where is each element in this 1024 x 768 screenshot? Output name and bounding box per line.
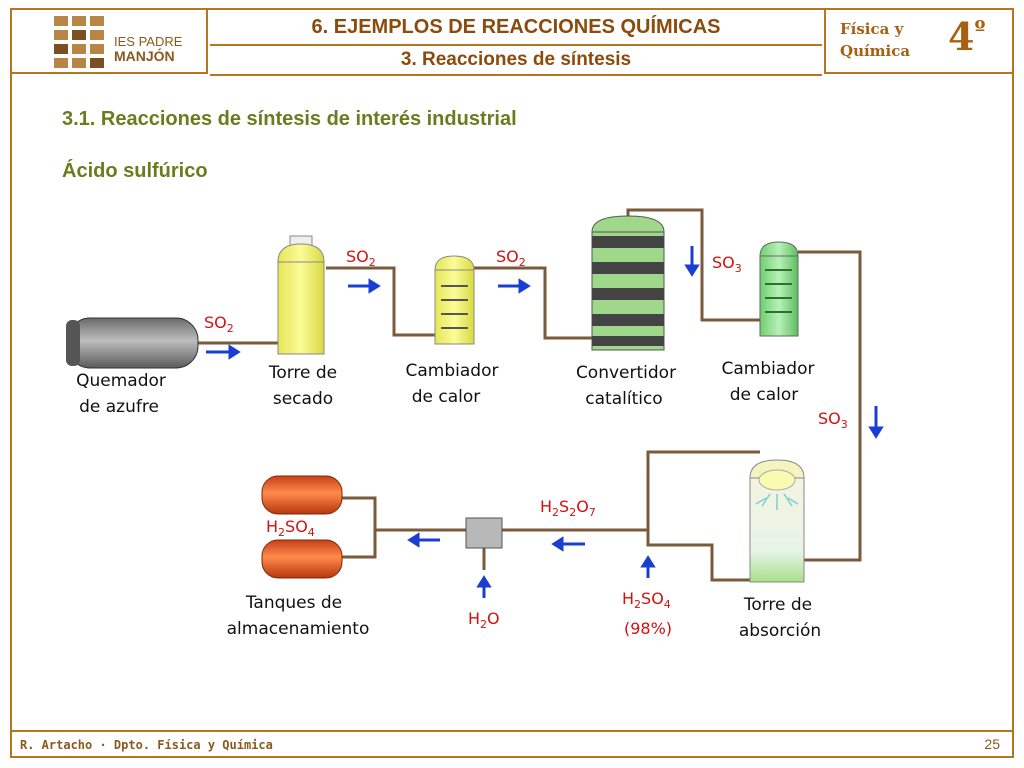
subject-name: Física y Química (840, 18, 910, 62)
formula-so2-2: SO2 (346, 247, 376, 269)
label-quemador-1: Quemador (76, 371, 166, 391)
footer: R. Artacho · Dpto. Física y Química 25 (12, 730, 1012, 758)
pipe-recirculacion (646, 450, 760, 582)
arrow-down-icon (868, 406, 884, 439)
arrow-down-icon (684, 246, 700, 277)
arrow-right-icon (348, 278, 381, 294)
formula-h2so4-98: H2SO4 (622, 589, 671, 611)
logo-grid-icon (54, 16, 104, 68)
course-level: 4º (948, 14, 985, 59)
mezclador (465, 517, 503, 549)
pipes (195, 208, 862, 582)
arrow-up-icon (640, 555, 656, 578)
arrow-up-icon (476, 575, 492, 598)
course-ordinal: º (974, 16, 986, 43)
formula-h2so4-tanque: H2SO4 (266, 517, 315, 539)
label-cambiador2-2: de calor (730, 385, 799, 405)
pipe-cambiador-convertidor (474, 266, 592, 340)
formula-so3-2: SO3 (818, 409, 848, 431)
formula-h2o: H2O (468, 609, 500, 631)
chemical-formulas: SO2 SO2 SO2 SO3 SO3 H2S2O7 H2SO4 H2O H2S… (204, 247, 848, 638)
cambiador-calor-1 (434, 255, 475, 345)
label-convertidor-2: catalítico (585, 389, 662, 409)
formula-so2-1: SO2 (204, 313, 234, 335)
pipe-tanque-superior (340, 496, 377, 530)
arrow-right-icon (498, 278, 531, 294)
subject-box: Física y Química 4º (824, 10, 1012, 74)
label-torre-secado-1: Torre de (268, 363, 337, 383)
course-number: 4 (948, 14, 975, 59)
unit-title: 6. EJEMPLOS DE REACCIONES QUÍMICAS (210, 10, 822, 46)
label-torre-abs-2: absorción (739, 621, 821, 641)
arrow-left-icon (551, 536, 585, 552)
label-tanques-2: almacenamiento (227, 619, 370, 639)
label-cambiador1-2: de calor (412, 387, 481, 407)
formula-so3-1: SO3 (712, 253, 742, 275)
spray-icon (755, 493, 799, 510)
pipe-torre-cambiador (326, 266, 435, 337)
logo-text: IES PADRE MANJÓN (114, 34, 182, 64)
label-98-percent: (98%) (624, 619, 672, 638)
label-torre-secado-2: secado (273, 389, 333, 409)
formula-h2s2o7: H2S2O7 (540, 497, 596, 519)
label-cambiador1-1: Cambiador (406, 361, 499, 381)
slide-frame (10, 8, 1014, 758)
tanques-almacenamiento (261, 475, 343, 579)
subject-line2: Química (840, 42, 911, 60)
quemador-azufre (66, 317, 199, 369)
subject-line1: Física y (840, 20, 904, 38)
label-cambiador2-1: Cambiador (722, 359, 815, 379)
label-torre-abs-1: Torre de (743, 595, 812, 615)
content-subheading: Ácido sulfúrico (62, 160, 208, 182)
convertidor-catalitico (591, 215, 665, 351)
torre-secado (277, 235, 325, 355)
logo-line2: MANJÓN (114, 48, 175, 64)
arrow-right-icon (206, 344, 241, 360)
arrow-left-icon (407, 532, 440, 548)
equipment-labels: Quemador de azufre Torre de secado Cambi… (76, 359, 821, 641)
content-heading: 3.1. Reacciones de síntesis de interés i… (62, 108, 517, 130)
pipe-tanque-inferior (340, 530, 377, 559)
label-convertidor-1: Convertidor (576, 363, 676, 383)
section-title: 3. Reacciones de síntesis (210, 46, 822, 76)
pipe-convertidor-cambiador (626, 208, 760, 322)
school-logo: IES PADRE MANJÓN (12, 10, 208, 74)
pipe-cambiador-torre-abs (795, 250, 862, 562)
formula-so2-3: SO2 (496, 247, 526, 269)
torre-absorcion (749, 459, 805, 583)
cambiador-calor-2 (759, 241, 799, 337)
page-number: 25 (984, 736, 1000, 752)
footer-author: R. Artacho · Dpto. Física y Química (20, 738, 273, 752)
logo-line1: IES PADRE (114, 34, 183, 49)
label-tanques-1: Tanques de (245, 593, 342, 613)
label-quemador-2: de azufre (79, 397, 159, 417)
flow-arrows (206, 246, 884, 598)
